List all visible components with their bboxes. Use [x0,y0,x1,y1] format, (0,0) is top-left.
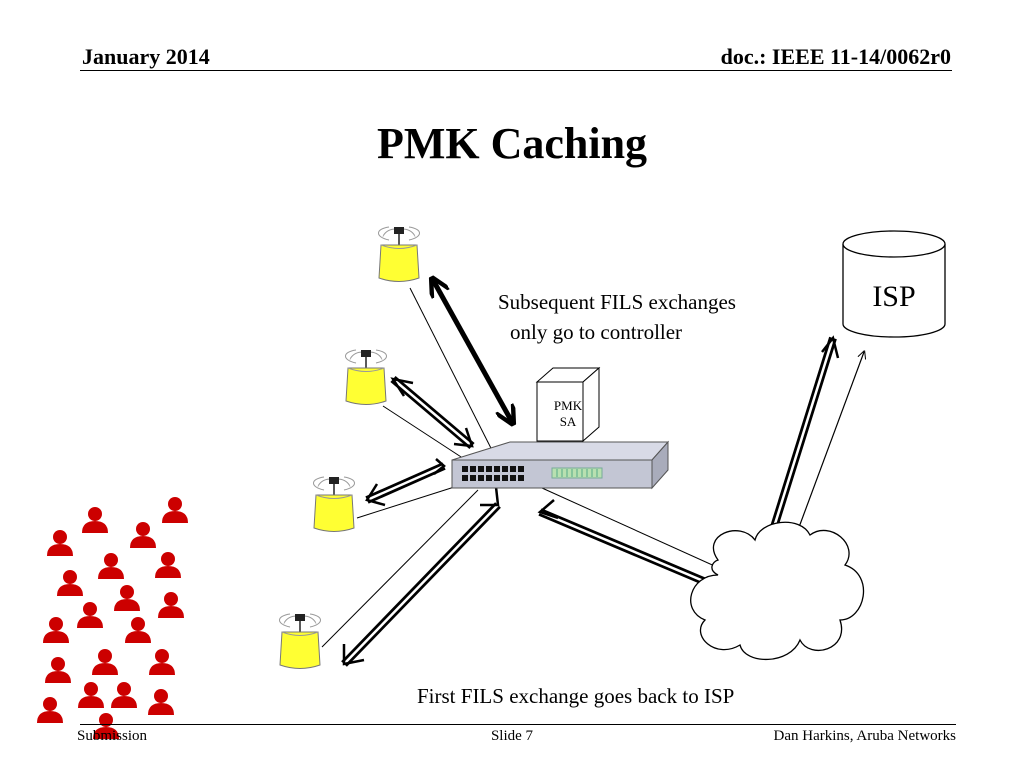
footer-author: Dan Harkins, Aruba Networks [773,728,956,744]
user-icons [37,497,188,739]
pmk-label-line2: SA [559,414,577,429]
slide-title: PMK Caching [376,119,648,168]
footer-rule [80,724,956,725]
header-rule [80,70,952,71]
note-subsequent-fils: Subsequent FILS exchanges only go to con… [498,287,736,347]
isp-database [842,230,946,338]
pmk-sa-box [535,366,601,443]
note-first-fils: First FILS exchange goes back to ISP [417,684,735,708]
header-date: January 2014 [82,44,210,69]
controller-switch [451,440,670,490]
note-subsequent-line2: only go to controller [510,320,683,344]
pmk-sa-label: PMK SA [537,398,599,430]
internet-cloud-icon [690,521,865,661]
thin-arrow-to-isp [794,352,864,539]
note-subsequent-line1: Subsequent FILS exchanges [498,290,736,314]
footer-slide-number: Slide 7 [490,728,534,744]
pmk-label-line1: PMK [553,398,583,413]
header-doc-id: doc.: IEEE 11-14/0062r0 [720,44,951,69]
isp-label: ISP [872,280,916,313]
footer-submission: Submission [77,728,148,744]
